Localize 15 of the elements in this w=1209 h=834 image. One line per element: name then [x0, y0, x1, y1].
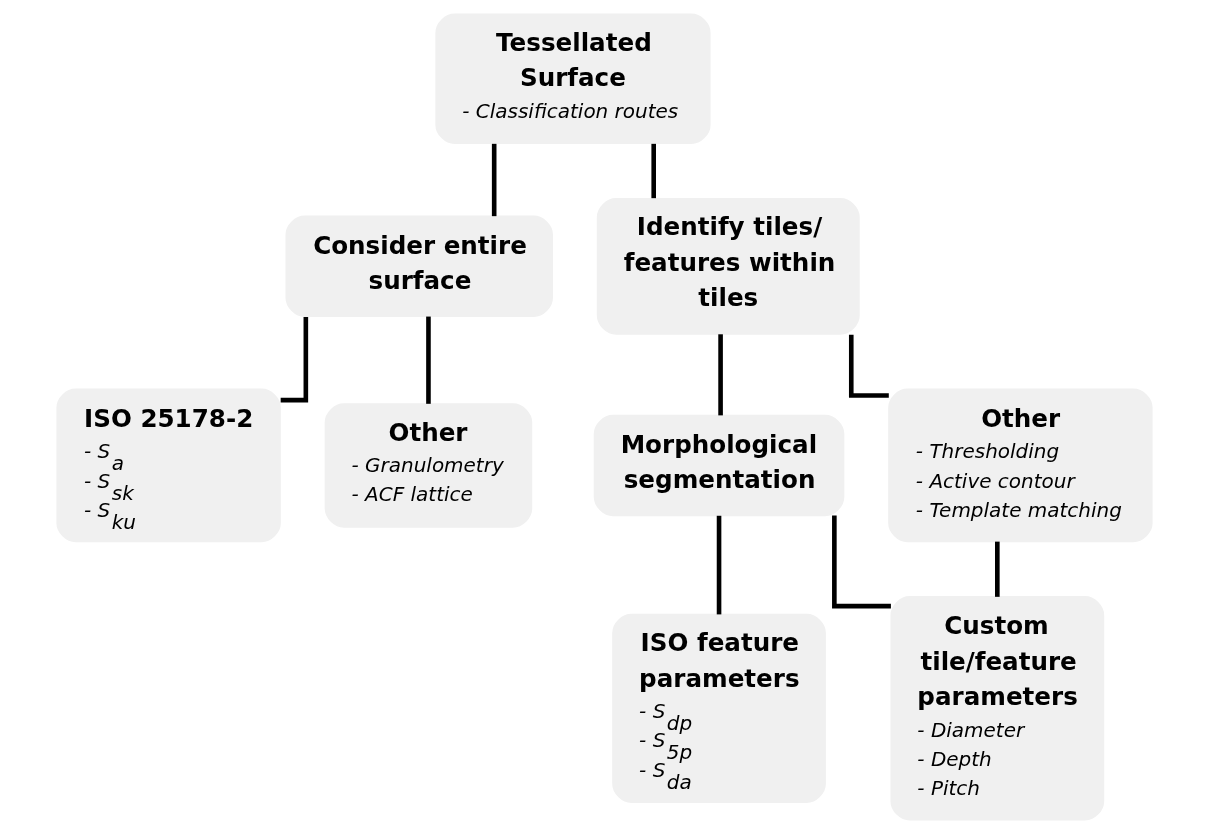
connector [995, 541, 1000, 597]
node-box: Other - Thresholding - Active contour - Template matching [888, 388, 1153, 543]
connector [718, 334, 723, 416]
connector [848, 334, 889, 398]
connector [832, 515, 891, 609]
connector [491, 143, 497, 217]
node-box: Consider entire surface [285, 215, 553, 318]
connector [716, 515, 722, 615]
connector [651, 143, 656, 199]
node-box: Morphological segmentation [593, 414, 845, 517]
node-box: Tessellated Surface - Classification routes [435, 13, 711, 145]
node-box: Other - Granulometry - ACF lattice [324, 403, 533, 528]
connector [426, 316, 431, 404]
node-box: Identify tiles/ features within tiles [596, 197, 860, 335]
node-box: Custom tile/feature parameters - Diameter - Depth - Pitch [890, 596, 1105, 821]
